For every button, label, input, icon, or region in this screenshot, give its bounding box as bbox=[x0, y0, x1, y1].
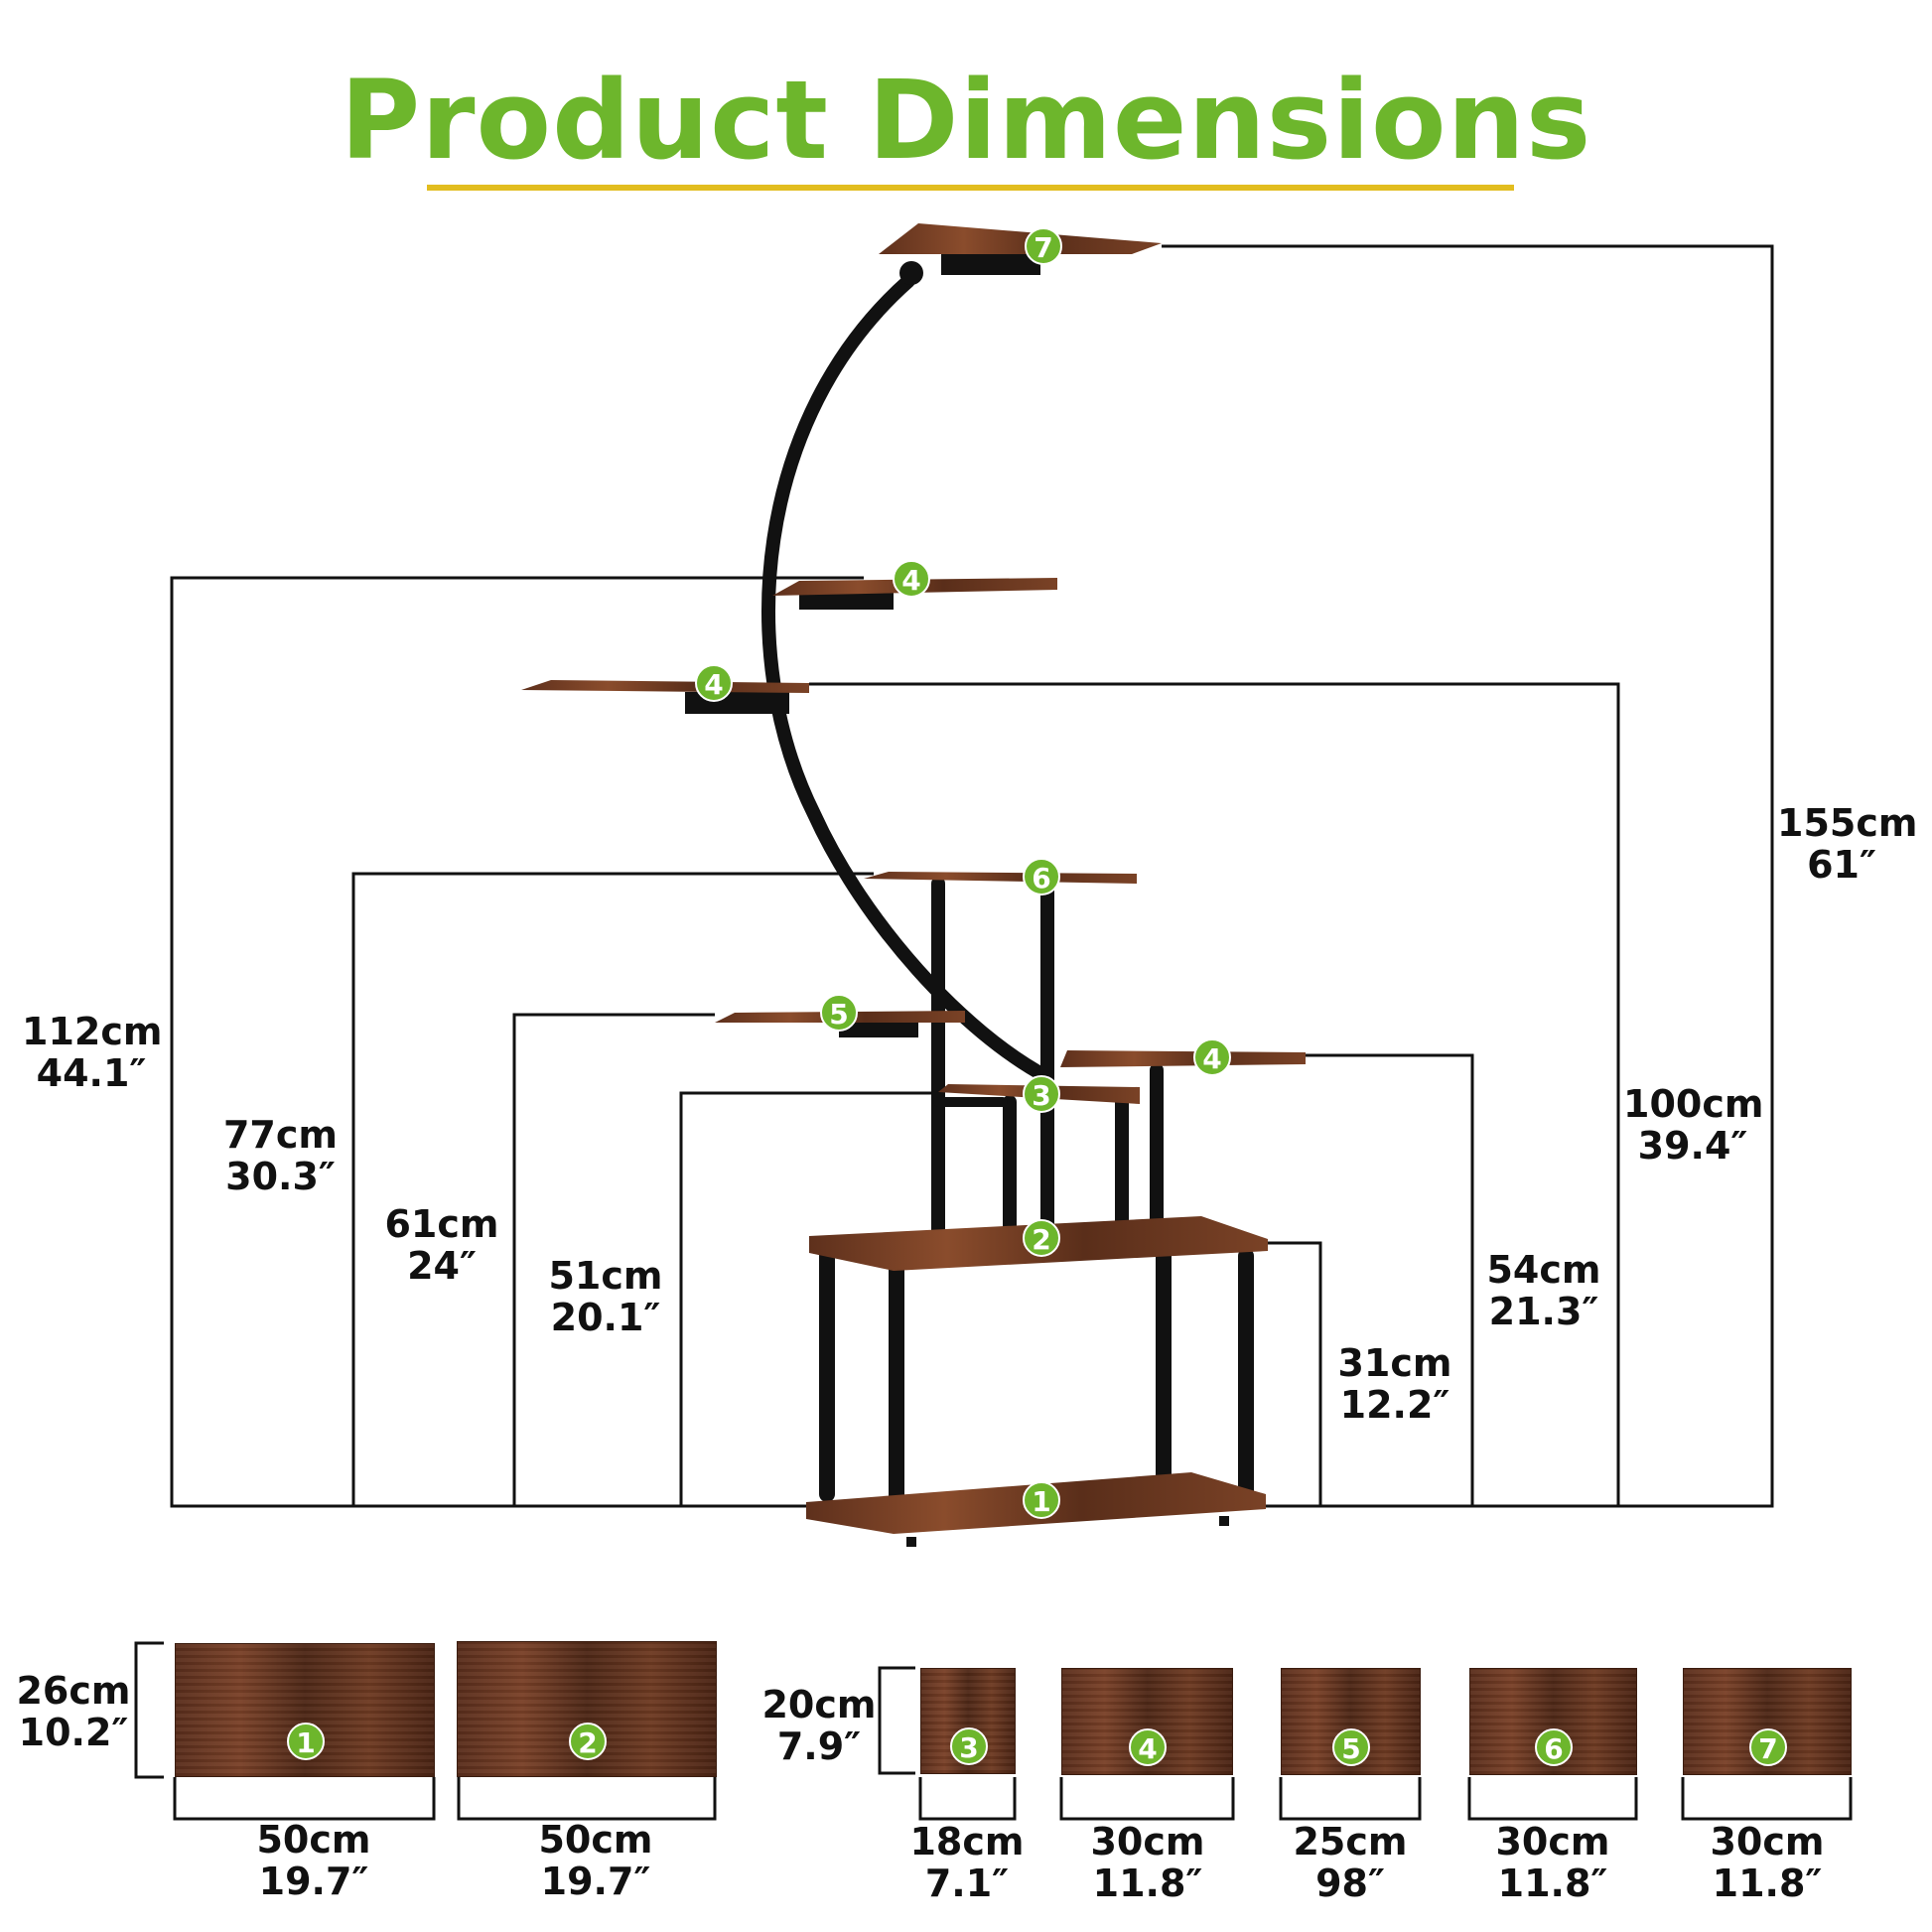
panel-badge-5: 5 bbox=[1332, 1728, 1370, 1766]
dim-line-77 bbox=[351, 872, 874, 1506]
panel-7: 7 bbox=[1683, 1668, 1852, 1775]
panel-5: 5 bbox=[1281, 1668, 1421, 1775]
dim-line-155 bbox=[1013, 244, 1774, 1508]
shelf-4-left bbox=[521, 680, 809, 693]
panel-2: 2 bbox=[457, 1641, 717, 1777]
dim-line-54 bbox=[1306, 1053, 1474, 1506]
shelf-6 bbox=[864, 872, 1137, 884]
dim-line-100 bbox=[809, 682, 1620, 1506]
panel-3: 3 bbox=[920, 1668, 1016, 1774]
page-title: Product Dimensions bbox=[340, 57, 1592, 184]
panel-badge-1: 1 bbox=[287, 1723, 325, 1760]
curved-spine bbox=[761, 274, 1054, 1084]
shelf-badge-4-top: 4 bbox=[893, 560, 930, 598]
shelf-7 bbox=[879, 223, 1162, 254]
frame bbox=[685, 253, 1254, 1527]
panel-badge-6: 6 bbox=[1535, 1728, 1573, 1766]
shelf-badge-1: 1 bbox=[1023, 1481, 1060, 1519]
dim-line-61 bbox=[512, 1013, 715, 1506]
panel-1: 1 bbox=[175, 1643, 435, 1777]
shelf-badge-3: 3 bbox=[1023, 1075, 1060, 1113]
shelves bbox=[521, 223, 1306, 1547]
shelf-badge-4-right: 4 bbox=[1193, 1038, 1231, 1076]
dim-line-112 bbox=[170, 576, 864, 1508]
panel-6: 6 bbox=[1469, 1668, 1637, 1775]
shelf-badge-4-left: 4 bbox=[695, 664, 733, 702]
shelf-badge-2: 2 bbox=[1023, 1219, 1060, 1257]
title-underline bbox=[427, 185, 1514, 191]
shelf-4-right bbox=[1060, 1050, 1306, 1067]
panel-badge-7: 7 bbox=[1749, 1728, 1787, 1766]
shelf-badge-5: 5 bbox=[820, 994, 858, 1032]
panel-badge-2: 2 bbox=[569, 1723, 607, 1760]
panel-4: 4 bbox=[1061, 1668, 1233, 1775]
dimension-lines bbox=[170, 244, 1774, 1508]
dim-line-31 bbox=[1266, 1241, 1322, 1506]
shelf-badge-6: 6 bbox=[1023, 858, 1060, 896]
panel-badge-4: 4 bbox=[1129, 1728, 1167, 1766]
shelf-badge-7: 7 bbox=[1025, 227, 1062, 265]
panel-badge-3: 3 bbox=[950, 1727, 988, 1765]
dim-line-51 bbox=[679, 1091, 933, 1506]
